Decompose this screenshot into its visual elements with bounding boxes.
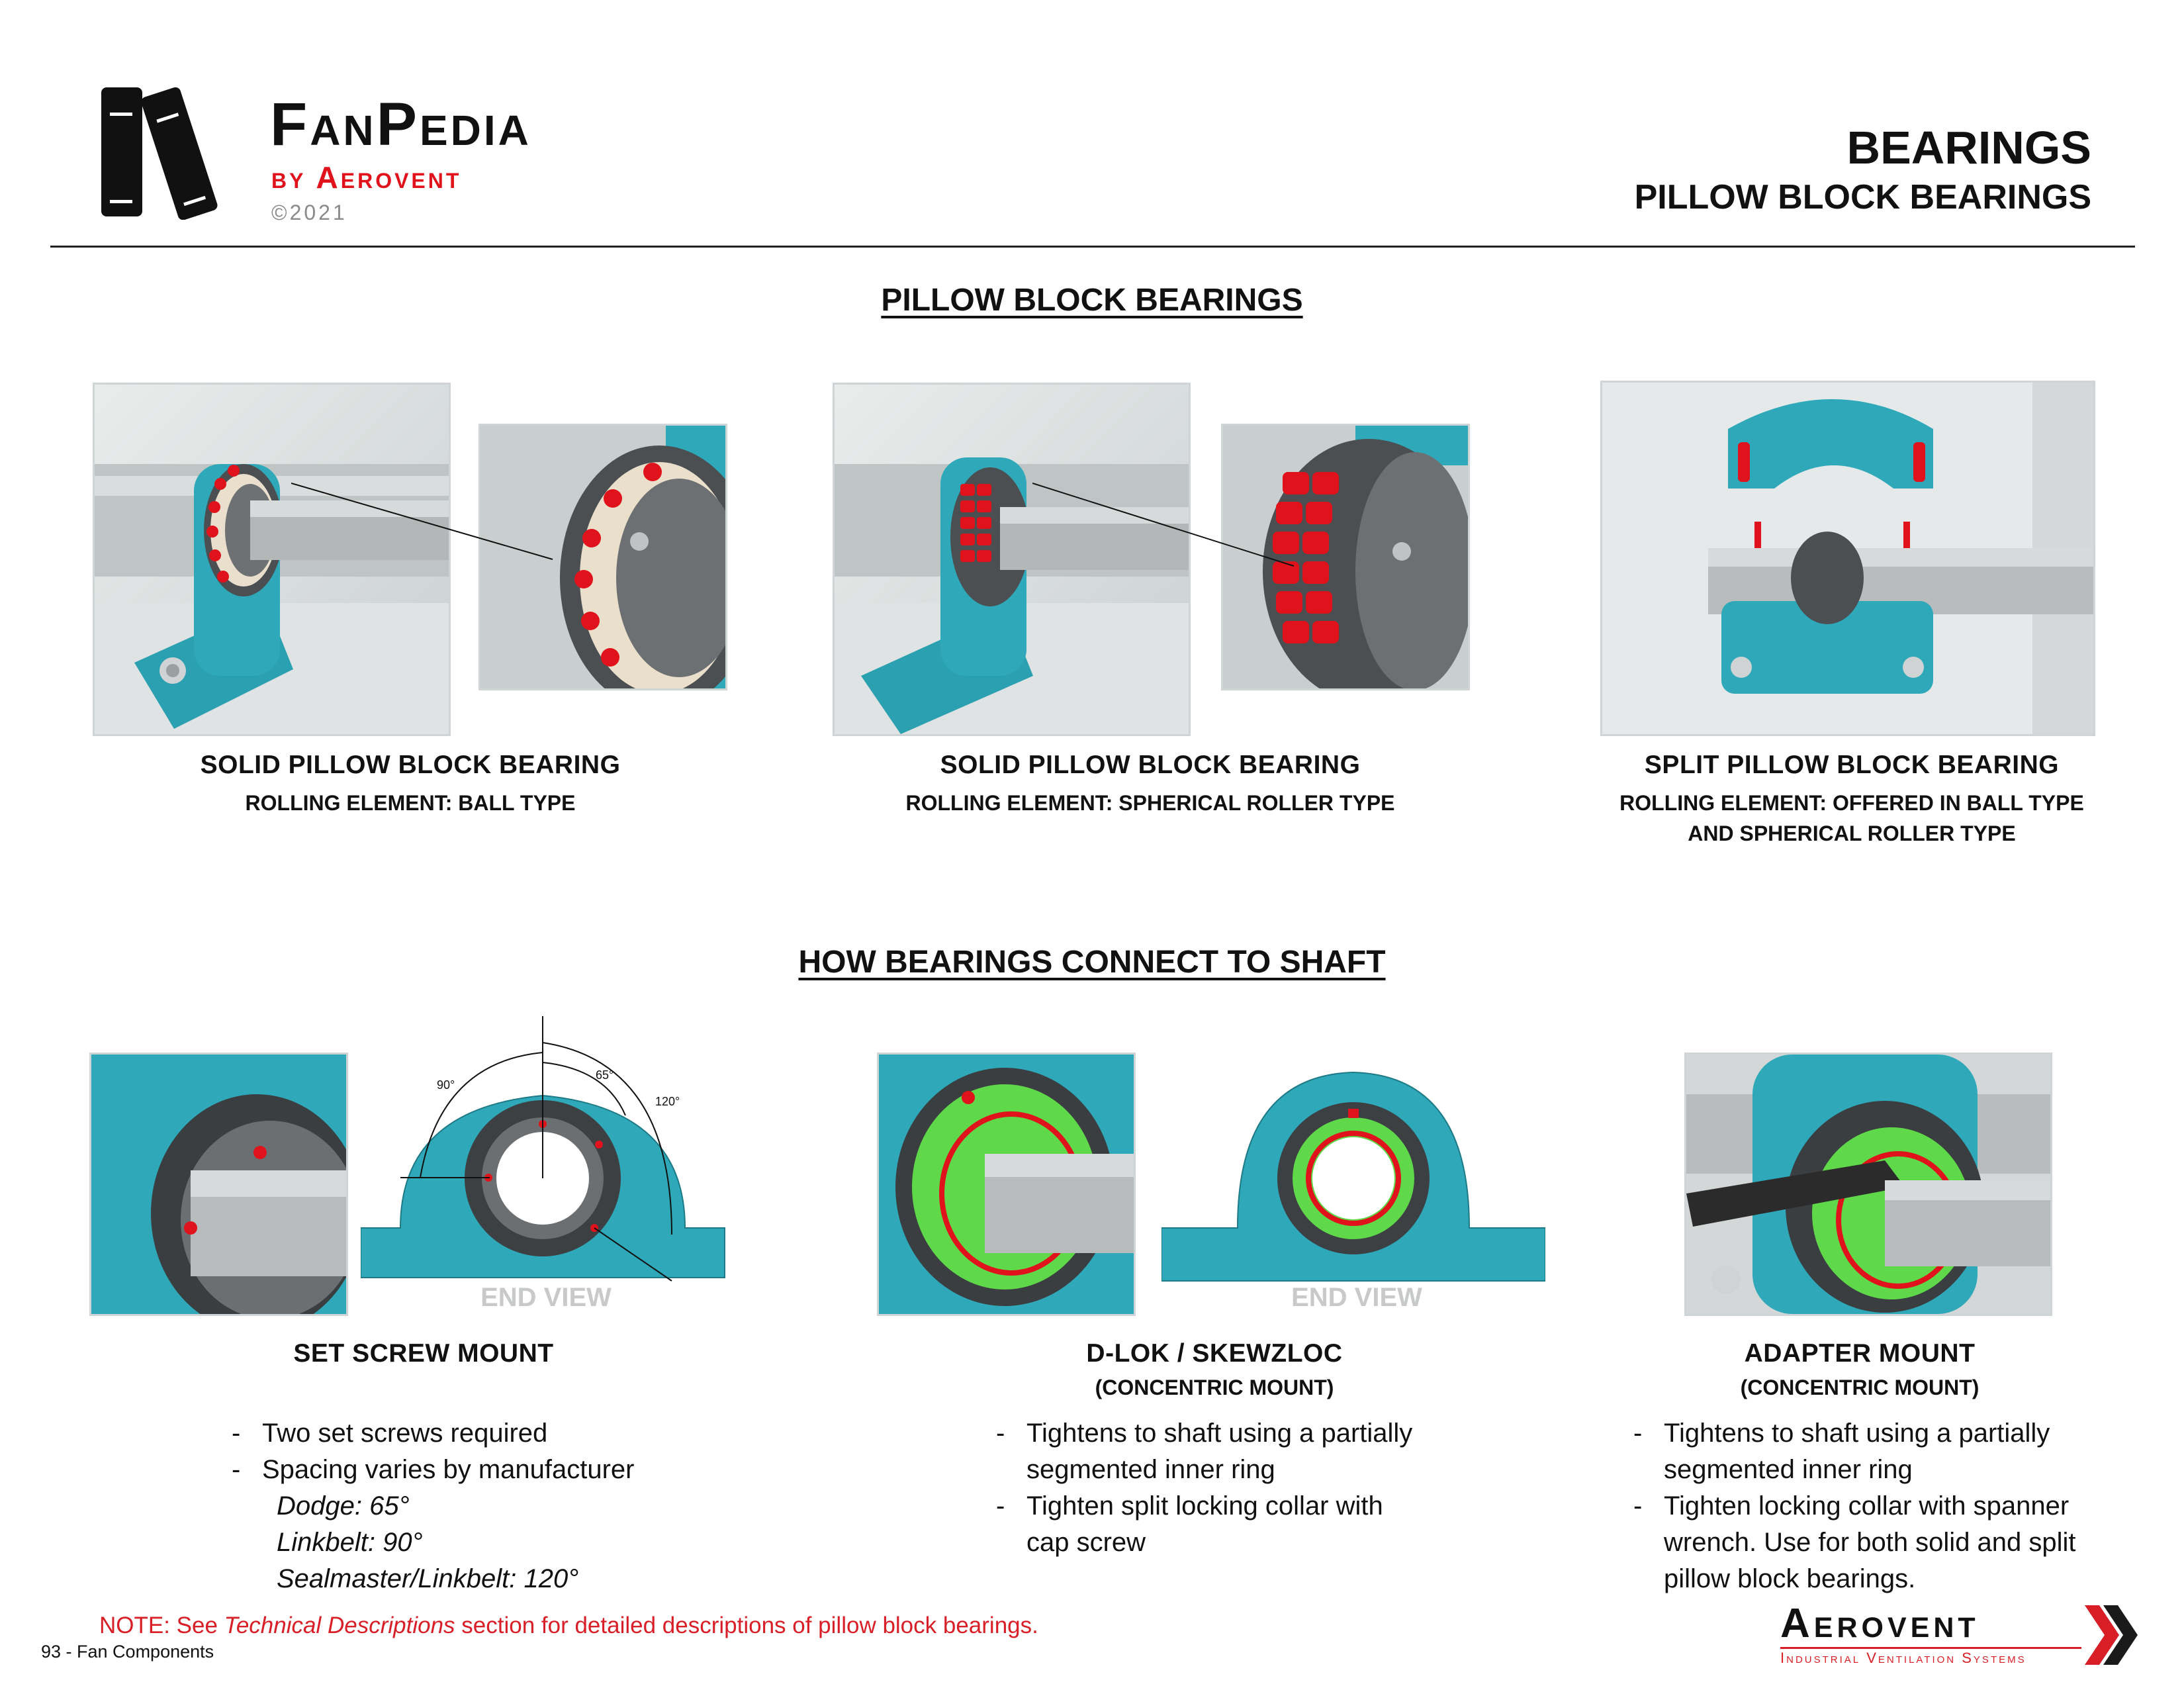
angle-label-65: 65°	[596, 1068, 614, 1082]
brand-copyright: ©2021	[271, 201, 347, 224]
set-screw-end-view-diagram: 90° 65° 120°	[361, 1016, 725, 1282]
leader-line-1	[291, 483, 553, 560]
page-number: 93 - Fan Components	[41, 1642, 214, 1662]
list-item: -Tighten locking collar with spanner	[1633, 1491, 2070, 1521]
end-view-label-2: END VIEW	[1291, 1283, 1422, 1312]
angle-label-90: 90°	[437, 1078, 455, 1092]
mount-1-bullets: -Two set screws required -Spacing varies…	[232, 1415, 761, 1597]
brand-byline: by Aerovent	[271, 160, 462, 195]
bearing-2-title: SOLID PILLOW BLOCK BEARING	[940, 751, 1361, 779]
bearing-1-title: SOLID PILLOW BLOCK BEARING	[200, 751, 621, 779]
detail-sealmaster: Sealmaster/Linkbelt: 120°	[277, 1564, 579, 1593]
mount-2-subtitle: (CONCENTRIC MOUNT)	[1095, 1376, 1334, 1399]
bearing-2-subtitle: ROLLING ELEMENT: SPHERICAL ROLLER TYPE	[905, 791, 1395, 815]
solid-ball-bearing-image	[93, 383, 451, 736]
aerovent-logo-text: Aerovent	[1780, 1601, 1979, 1646]
aerovent-tagline: Industrial Ventilation Systems	[1780, 1650, 2026, 1666]
page-subtitle: PILLOW BLOCK BEARINGS	[1634, 178, 2091, 216]
books-logo-icon	[101, 87, 218, 220]
section-connect-title: HOW BEARINGS CONNECT TO SHAFT	[798, 945, 1386, 980]
ball-bearing-closeup-image	[478, 424, 727, 690]
chevron-right-icon	[2085, 1605, 2138, 1665]
mount-3-title: ADAPTER MOUNT	[1744, 1339, 1976, 1368]
end-view-label-1: END VIEW	[480, 1283, 612, 1312]
split-pillow-bearing-image	[1600, 381, 2095, 736]
roller-bearing-closeup-image	[1221, 424, 1470, 690]
list-item: -Tightens to shaft using a partially	[1633, 1419, 2050, 1448]
set-screw-mount-image	[89, 1053, 348, 1316]
page-title: BEARINGS	[1846, 122, 2091, 173]
bearing-1-subtitle: ROLLING ELEMENT: BALL TYPE	[245, 791, 576, 815]
section-pillow-block-title: PILLOW BLOCK BEARINGS	[881, 283, 1303, 318]
mount-3-subtitle: (CONCENTRIC MOUNT)	[1740, 1376, 1979, 1399]
list-item: -Two set screws required	[232, 1419, 548, 1448]
angle-label-120: 120°	[655, 1095, 680, 1108]
leader-line-2	[1032, 483, 1295, 567]
header-divider	[50, 246, 2135, 248]
detail-dodge: Dodge: 65°	[277, 1491, 410, 1521]
technical-note: NOTE: See Technical Descriptions section…	[99, 1613, 1038, 1638]
technical-descriptions-link[interactable]: Technical Descriptions	[224, 1613, 455, 1638]
list-item: -Tighten split locking collar with	[996, 1491, 1383, 1521]
brand-title: FanPedia	[270, 91, 531, 158]
detail-linkbelt: Linkbelt: 90°	[277, 1528, 423, 1557]
mount-2-bullets: -Tightens to shaft using a partially seg…	[996, 1415, 1525, 1561]
aerovent-logo-rule	[1780, 1647, 2081, 1649]
bearing-3-subtitle-line1: ROLLING ELEMENT: OFFERED IN BALL TYPE	[1619, 791, 2084, 815]
mount-3-bullets: -Tightens to shaft using a partially seg…	[1633, 1415, 2163, 1597]
dlok-end-view-diagram	[1161, 1071, 1545, 1282]
bearing-3-title: SPLIT PILLOW BLOCK BEARING	[1644, 751, 2060, 779]
bearing-3-subtitle-line2: AND SPHERICAL ROLLER TYPE	[1688, 821, 2016, 845]
mount-1-title: SET SCREW MOUNT	[293, 1339, 554, 1368]
list-item: -Spacing varies by manufacturer	[232, 1455, 635, 1484]
mount-2-title: D-LOK / SKEWZLOC	[1086, 1339, 1343, 1368]
dlok-mount-image	[877, 1053, 1136, 1316]
adapter-mount-image	[1684, 1053, 2052, 1316]
list-item: -Tightens to shaft using a partially	[996, 1419, 1413, 1448]
solid-roller-bearing-image	[833, 383, 1191, 736]
